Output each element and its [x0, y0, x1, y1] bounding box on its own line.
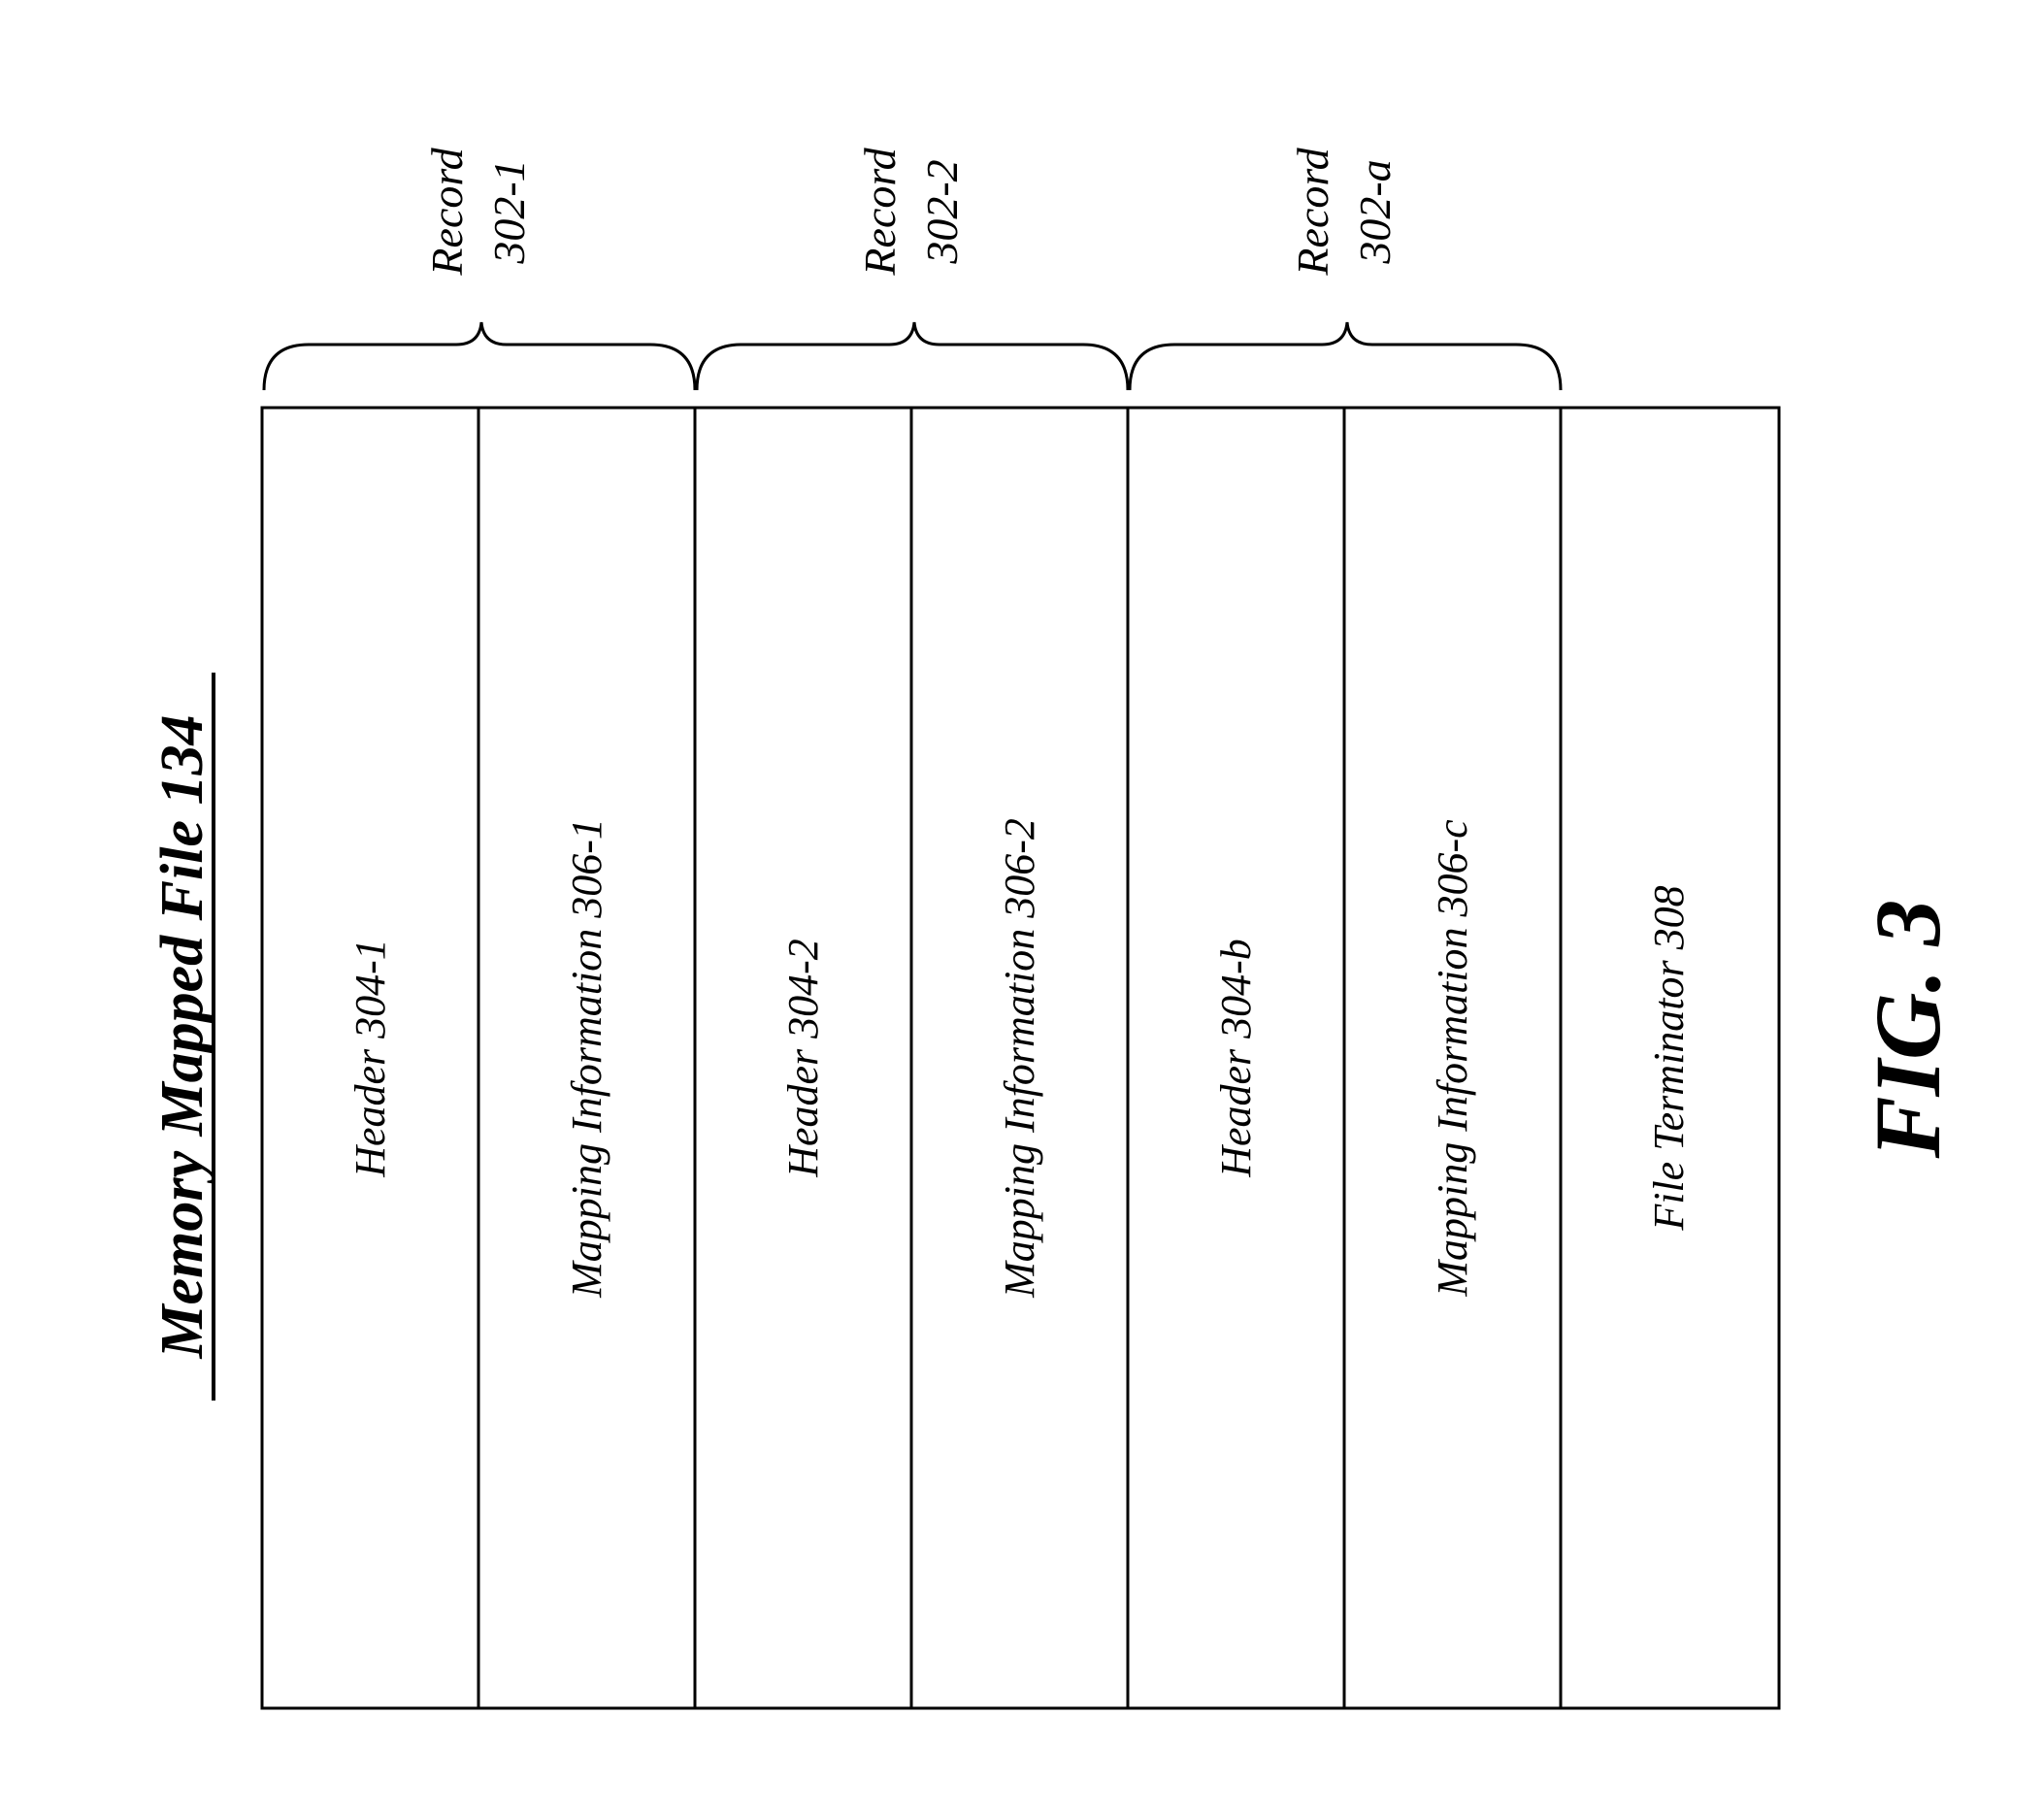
record-labels: Record 302-1 Record 302-2 Record 302-a: [422, 147, 1400, 276]
column-labels: Header 304-1 Mapping Information 306-1 H…: [346, 818, 1693, 1299]
record-braces: [262, 321, 1563, 391]
column-label-header-304-1: Header 304-1: [346, 939, 394, 1178]
record-label-1-line1: Record: [422, 147, 472, 276]
column-label-mapping-information-306-c: Mapping Information 306-c: [1429, 819, 1476, 1298]
record-brace-1: [262, 321, 697, 391]
record-brace-2: [695, 321, 1130, 391]
diagram-title-text: Memory Mapped File 134: [149, 715, 215, 1360]
column-label-mapping-information-306-1: Mapping Information 306-1: [563, 818, 610, 1299]
column-dividers: [477, 408, 1563, 1708]
record-label-2-line2: 302-2: [917, 159, 967, 264]
record-label-3-line1: Record: [1288, 147, 1337, 276]
record-label-2-line1: Record: [855, 147, 905, 276]
column-label-mapping-information-306-2: Mapping Information 306-2: [996, 818, 1043, 1299]
figure-label: FIG. 3: [1856, 900, 1960, 1160]
column-label-header-304-b: Header 304-b: [1212, 939, 1260, 1178]
record-label-1-line2: 302-1: [484, 159, 534, 264]
column-label-header-304-2: Header 304-2: [779, 939, 827, 1178]
diagram-title: Memory Mapped File 134: [149, 673, 215, 1401]
record-brace-3: [1128, 321, 1563, 391]
file-outline: [260, 406, 1781, 1710]
column-label-file-terminator-308: File Terminator 308: [1645, 885, 1693, 1231]
record-label-3-line2: 302-a: [1350, 159, 1400, 264]
